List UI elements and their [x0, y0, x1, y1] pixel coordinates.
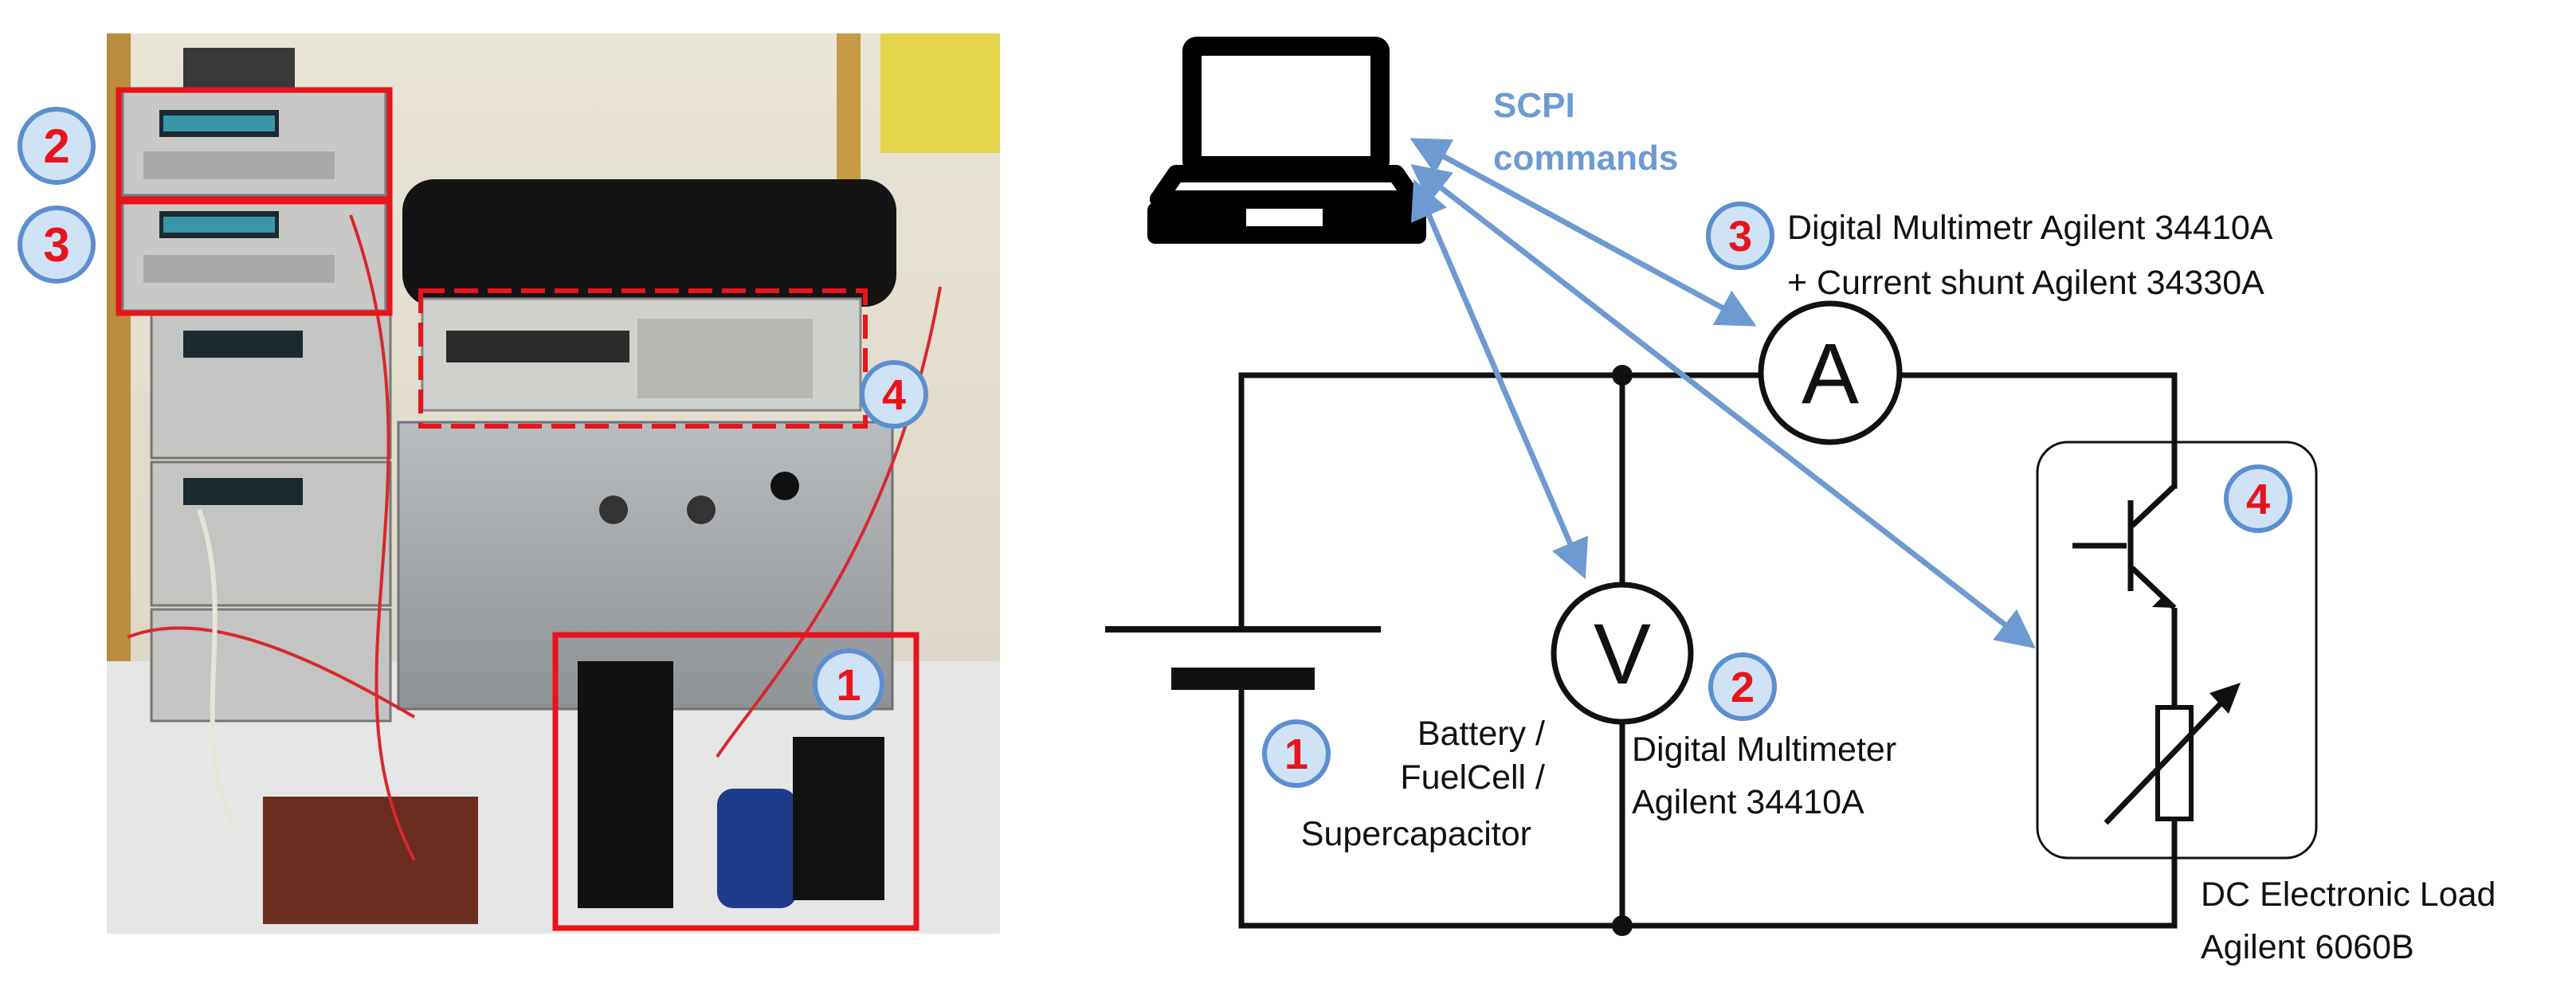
- ammeter-icon: A: [1758, 300, 1903, 445]
- transistor-emitter-arrow: [2152, 595, 2174, 608]
- photo-marker-1: 1: [813, 648, 884, 720]
- photo-wooden-frame-right: [837, 33, 861, 201]
- wire-top-left: [1238, 372, 1764, 631]
- photo-multimeter-2-device: [121, 90, 387, 197]
- diagram-marker-4: 4: [2224, 464, 2292, 533]
- scpi-arrows: [1410, 138, 2036, 649]
- photo-marker-2: 2: [18, 107, 96, 185]
- highlight-box-4: [418, 288, 868, 429]
- photo-marker-4-text: 4: [882, 371, 906, 419]
- label-multimeter-2-line2: Agilent 34410A: [1632, 783, 1864, 821]
- photo-power-supplies-stack: [150, 313, 392, 723]
- scpi-arrow-to-voltmeter: [1410, 178, 1589, 580]
- scpi-commands-label-line1: SCPI: [1493, 86, 1575, 125]
- circuit-diagram: SCPI commands A V: [1105, 37, 2496, 966]
- photo-marker-3-text: 3: [43, 218, 69, 272]
- junction-dot-top: [1612, 365, 1633, 386]
- label-load-line2: Agilent 6060B: [2201, 928, 2414, 966]
- photo-cabinet-knob: [770, 472, 799, 500]
- diagram-marker-1-text: 1: [1284, 731, 1308, 778]
- laptop-icon: [1147, 37, 1426, 244]
- label-multimeter-3-line2: + Current shunt Agilent 34330A: [1787, 264, 2264, 302]
- diagram-marker-1: 1: [1262, 719, 1331, 788]
- photo-wire: [349, 214, 416, 861]
- photo-electronic-load-device: [421, 297, 862, 412]
- label-multimeter-3-line1: Digital Multimetr Agilent 34410A: [1787, 209, 2273, 247]
- diagram-marker-4-text: 4: [2246, 476, 2270, 523]
- label-battery-line3: Supercapacitor: [1301, 815, 1531, 853]
- voltmeter-symbol: V: [1594, 605, 1651, 702]
- diagram-marker-2: 2: [1708, 652, 1777, 721]
- photo-yellow-note: [880, 33, 1000, 153]
- photo-battery-block: [578, 661, 673, 908]
- photo-multimeter-3-device: [121, 198, 387, 312]
- diagram-marker-3: 3: [1706, 202, 1774, 270]
- photo-marker-2-text: 2: [43, 119, 69, 173]
- photo-cabinet-knob: [599, 496, 628, 524]
- photo-blue-cell: [717, 789, 797, 908]
- battery-short-plate: [1171, 668, 1315, 690]
- photo-marker-4: 4: [860, 360, 928, 429]
- photo-wire: [197, 508, 241, 838]
- diagram-marker-3-text: 3: [1728, 213, 1752, 260]
- photo-resistor-tube: [402, 179, 896, 307]
- highlight-box-1: [552, 632, 919, 931]
- label-load-line1: DC Electronic Load: [2201, 875, 2496, 914]
- electronic-load-box: [2036, 441, 2318, 860]
- variable-resistor-arrowhead: [2209, 683, 2241, 714]
- wire-bottom: [1238, 684, 2178, 929]
- photo-top-instrument: [183, 48, 295, 92]
- photo-wire: [127, 626, 416, 719]
- lab-photo: 2 3 4 1: [18, 33, 1000, 934]
- photo-marker-1-text: 1: [836, 660, 861, 710]
- ammeter-symbol: A: [1802, 325, 1859, 421]
- label-battery-line1: Battery /: [1417, 715, 1545, 753]
- label-multimeter-2-line1: Digital Multimeter: [1632, 731, 1896, 769]
- photo-breadboard: [263, 797, 478, 924]
- diagram-marker-2-text: 2: [1731, 664, 1755, 711]
- scpi-arrow-to-load: [1410, 163, 2036, 649]
- label-battery-line2: FuelCell /: [1400, 758, 1545, 797]
- transistor-icon: [2072, 484, 2178, 709]
- highlight-box-3: [116, 198, 393, 316]
- photo-cabinet-knob: [687, 496, 716, 524]
- junction-dot-bottom: [1612, 915, 1633, 936]
- scpi-commands-label-line2: commands: [1493, 139, 1678, 178]
- variable-resistor-arrow-line: [2104, 699, 2225, 825]
- voltmeter-icon: V: [1551, 582, 1694, 725]
- photo-black-cell: [793, 737, 884, 900]
- photo-marker-3: 3: [18, 206, 96, 284]
